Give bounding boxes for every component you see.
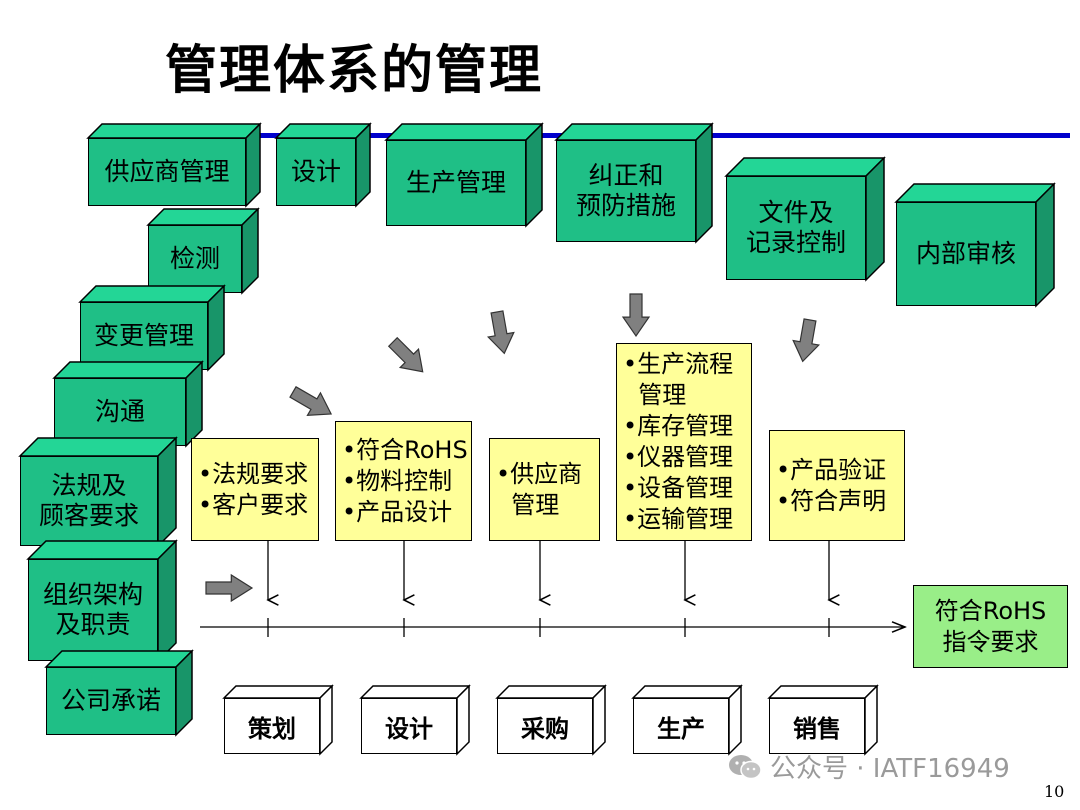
requirement-line: •符合RoHS bbox=[342, 435, 468, 464]
requirement-line: •符合声明 bbox=[776, 486, 887, 515]
top-box-design: 设计 bbox=[274, 122, 372, 208]
left-box-communication-line-1: 沟通 bbox=[94, 397, 145, 426]
requirement-line: 管理 bbox=[623, 381, 687, 409]
stage-box-5: 销售 bbox=[767, 684, 879, 756]
requirement-line: •生产流程 bbox=[623, 350, 734, 378]
top-box-capa-line-1: 纠正和 bbox=[588, 161, 664, 190]
stage-box-2-line-1: 设计 bbox=[385, 714, 433, 743]
left-box-inspection: 检测 bbox=[146, 207, 260, 295]
requirement-box-rohs: •符合RoHS•物料控制•产品设计 bbox=[335, 421, 472, 541]
stage-box-4-line-1: 生产 bbox=[657, 714, 705, 743]
top-box-docs-line-2: 记录控制 bbox=[745, 228, 846, 257]
requirement-box-verify: •产品验证•符合声明 bbox=[769, 430, 905, 541]
requirement-line: •产品验证 bbox=[776, 455, 887, 484]
top-box-supplier-line-1: 供应商管理 bbox=[104, 157, 230, 186]
left-box-organization-line-1: 组织架构 bbox=[42, 580, 143, 609]
top-box-docs-line-1: 文件及 bbox=[758, 198, 834, 227]
top-box-production: 生产管理 bbox=[384, 122, 544, 228]
stage-box-2: 设计 bbox=[359, 684, 471, 756]
result-line-2: 指令要求 bbox=[942, 627, 1039, 656]
gray-arrow-icon bbox=[621, 293, 651, 338]
page-number: 10 bbox=[1044, 782, 1065, 801]
requirement-line: •设备管理 bbox=[623, 474, 734, 502]
requirement-line: •供应商 bbox=[496, 459, 583, 488]
wechat-icon bbox=[729, 754, 762, 779]
stage-box-1: 策划 bbox=[222, 684, 334, 756]
stage-box-1-line-1: 策划 bbox=[248, 714, 296, 743]
stage-box-5-line-1: 销售 bbox=[793, 714, 841, 743]
requirement-line: •客户要求 bbox=[198, 490, 309, 519]
requirement-line: •产品设计 bbox=[342, 497, 453, 526]
top-box-audit: 内部审核 bbox=[894, 182, 1056, 308]
requirement-line: •法规要求 bbox=[198, 459, 309, 488]
requirement-line: 管理 bbox=[496, 490, 560, 519]
left-box-commitment-line-1: 公司承诺 bbox=[60, 686, 161, 715]
left-box-inspection-line-1: 检测 bbox=[169, 244, 220, 273]
top-box-capa: 纠正和预防措施 bbox=[554, 122, 714, 244]
left-box-change-line-1: 变更管理 bbox=[93, 321, 194, 350]
top-box-production-line-1: 生产管理 bbox=[405, 168, 506, 197]
result-line-1: 符合RoHS bbox=[934, 596, 1047, 625]
gray-arrow-icon bbox=[289, 385, 333, 417]
left-box-communication: 沟通 bbox=[52, 360, 204, 448]
stage-box-3-line-1: 采购 bbox=[521, 714, 569, 743]
requirement-box-req: •法规要求•客户要求 bbox=[191, 438, 319, 541]
gray-arrow-icon bbox=[387, 336, 424, 373]
page-title: 管理体系的管理 bbox=[165, 41, 544, 101]
requirement-box-supply: •供应商 管理 bbox=[489, 438, 600, 541]
top-box-capa-line-2: 预防措施 bbox=[575, 191, 676, 220]
top-box-docs: 文件及记录控制 bbox=[724, 156, 886, 282]
result-box: 符合RoHS 指令要求 bbox=[913, 585, 1068, 668]
requirement-line: •仪器管理 bbox=[623, 443, 734, 471]
left-box-regulation-line-2: 顾客要求 bbox=[38, 501, 139, 530]
left-box-organization-line-2: 及职责 bbox=[55, 610, 131, 639]
left-box-regulation-line-1: 法规及 bbox=[51, 471, 127, 500]
requirement-line: •物料控制 bbox=[342, 466, 453, 495]
requirement-line: •库存管理 bbox=[623, 412, 734, 440]
gray-arrow-icon bbox=[792, 318, 821, 363]
top-box-design-line-1: 设计 bbox=[290, 157, 341, 186]
stage-box-4: 生产 bbox=[631, 684, 743, 756]
watermark: 公众号 · IATF16949 bbox=[728, 748, 1010, 785]
top-box-audit-line-1: 内部审核 bbox=[915, 239, 1016, 268]
gray-arrow-icon bbox=[205, 573, 254, 603]
requirement-line: •运输管理 bbox=[623, 505, 734, 533]
left-box-commitment: 公司承诺 bbox=[44, 649, 194, 737]
top-box-supplier: 供应商管理 bbox=[86, 122, 262, 208]
watermark-text: 公众号 · IATF16949 bbox=[770, 754, 1010, 784]
gray-arrow-icon bbox=[486, 310, 515, 355]
stage-box-3: 采购 bbox=[495, 684, 607, 756]
requirement-box-prod: •生产流程 管理 •库存管理 •仪器管理 •设备管理 •运输管理 bbox=[616, 343, 752, 541]
left-box-change: 变更管理 bbox=[78, 284, 226, 372]
left-box-organization: 组织架构及职责 bbox=[26, 539, 178, 663]
